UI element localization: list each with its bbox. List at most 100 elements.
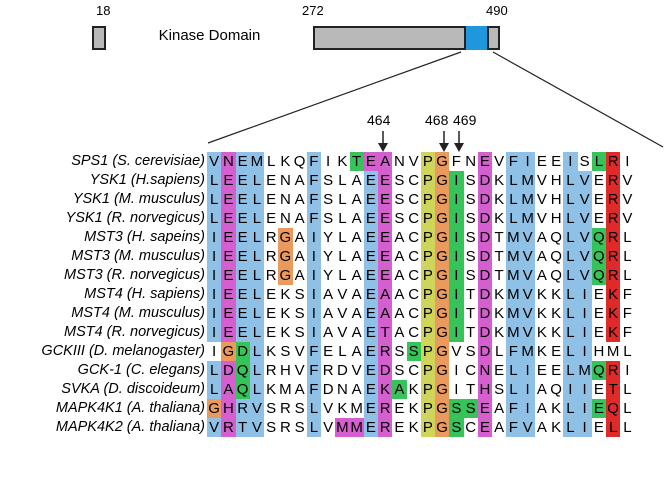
- residue-cell: I: [520, 361, 535, 380]
- residue-cell: V: [249, 399, 264, 418]
- residue-cell: P: [420, 399, 435, 418]
- residue-cell: V: [207, 418, 222, 437]
- sequence-label: GCK-1 (C. elegans): [77, 362, 205, 378]
- residue-cell: K: [534, 285, 549, 304]
- residue-cell: M: [506, 228, 521, 247]
- residue-cell: S: [463, 266, 478, 285]
- residue-cell: E: [591, 190, 606, 209]
- residue-cell: E: [591, 209, 606, 228]
- sequence-label: MAPK4K2 (A. thaliana): [55, 419, 205, 435]
- residue-cell: E: [363, 399, 378, 418]
- residue-cell: M: [520, 209, 535, 228]
- residue-cell: Q: [549, 380, 564, 399]
- residue-cell: G: [278, 247, 293, 266]
- residue-cell: T: [463, 304, 478, 323]
- residue-cell: N: [335, 380, 350, 399]
- residue-cell: L: [563, 323, 578, 342]
- residue-cell: E: [264, 171, 279, 190]
- residue-cell: R: [278, 399, 293, 418]
- residue-cell: A: [392, 247, 407, 266]
- residue-cell: T: [492, 266, 507, 285]
- residue-cell: M: [506, 323, 521, 342]
- residue-cell: G: [278, 228, 293, 247]
- kinase-domain: Kinase Domain: [104, 26, 315, 50]
- residue-cell: E: [378, 171, 393, 190]
- residue-cell: V: [577, 171, 592, 190]
- residue-cell: L: [506, 361, 521, 380]
- residue-cell: L: [563, 209, 578, 228]
- residue-cell: I: [449, 304, 464, 323]
- residue-cell: T: [349, 152, 364, 171]
- residue-cell: L: [207, 190, 222, 209]
- residue-cell: D: [335, 361, 350, 380]
- residue-cell: S: [463, 171, 478, 190]
- residue-cell: M: [520, 342, 535, 361]
- residue-cell: M: [506, 247, 521, 266]
- residue-cell: E: [363, 304, 378, 323]
- sequence-label: SVKA (D. discoideum): [61, 381, 205, 397]
- residue-cell: M: [349, 399, 364, 418]
- residue-cell: I: [306, 304, 321, 323]
- residue-cell: L: [563, 342, 578, 361]
- residue-cell: L: [492, 342, 507, 361]
- residue-cell: S: [264, 418, 279, 437]
- residue-cell: L: [207, 171, 222, 190]
- marker-arrowhead-468: [439, 143, 449, 152]
- residue-cell: D: [477, 323, 492, 342]
- residue-cell: A: [292, 228, 307, 247]
- residue-cell: S: [292, 399, 307, 418]
- residue-cell: M: [520, 190, 535, 209]
- residue-cell: N: [278, 171, 293, 190]
- residue-cell: Y: [321, 266, 336, 285]
- residue-cell: V: [492, 152, 507, 171]
- residue-cell: P: [420, 190, 435, 209]
- residue-cell: L: [249, 285, 264, 304]
- residue-cell: G: [207, 399, 222, 418]
- residue-cell: K: [549, 418, 564, 437]
- residue-cell: I: [520, 152, 535, 171]
- residue-cell: C: [406, 209, 421, 228]
- sequence-label: MAPK4K1 (A. thaliana): [55, 400, 205, 416]
- residue-cell: D: [321, 380, 336, 399]
- residue-cell: E: [321, 342, 336, 361]
- residue-cell: L: [207, 380, 222, 399]
- residue-cell: D: [477, 304, 492, 323]
- residue-cell: V: [520, 304, 535, 323]
- residue-cell: Q: [591, 247, 606, 266]
- sequence-label: MST4 (H. sapiens): [84, 286, 205, 302]
- residue-cell: G: [435, 266, 450, 285]
- residue-cell: I: [577, 323, 592, 342]
- residue-cell: I: [306, 285, 321, 304]
- residue-cell: V: [406, 152, 421, 171]
- residue-cell: K: [378, 380, 393, 399]
- residue-cell: I: [449, 171, 464, 190]
- residue-cell: R: [378, 399, 393, 418]
- residue-cell: R: [606, 209, 621, 228]
- residue-cell: A: [292, 171, 307, 190]
- residue-cell: L: [563, 304, 578, 323]
- residue-cell: E: [235, 285, 250, 304]
- residue-cell: Q: [591, 266, 606, 285]
- residue-cell: G: [435, 380, 450, 399]
- residue-cell: K: [549, 304, 564, 323]
- residue-cell: E: [392, 399, 407, 418]
- residue-cell: C: [406, 323, 421, 342]
- residue-cell: I: [207, 247, 222, 266]
- residue-cell: I: [449, 247, 464, 266]
- residue-cell: R: [378, 342, 393, 361]
- residue-cell: V: [335, 323, 350, 342]
- residue-cell: A: [392, 323, 407, 342]
- residue-cell: L: [563, 285, 578, 304]
- residue-cell: E: [221, 209, 236, 228]
- residue-cell: N: [221, 152, 236, 171]
- residue-cell: S: [292, 285, 307, 304]
- residue-cell: L: [620, 247, 635, 266]
- residue-cell: G: [435, 171, 450, 190]
- residue-cell: A: [292, 209, 307, 228]
- residue-cell: E: [378, 209, 393, 228]
- residue-cell: I: [449, 361, 464, 380]
- residue-cell: F: [506, 418, 521, 437]
- residue-cell: A: [349, 247, 364, 266]
- residue-cell: G: [435, 399, 450, 418]
- residue-cell: E: [235, 323, 250, 342]
